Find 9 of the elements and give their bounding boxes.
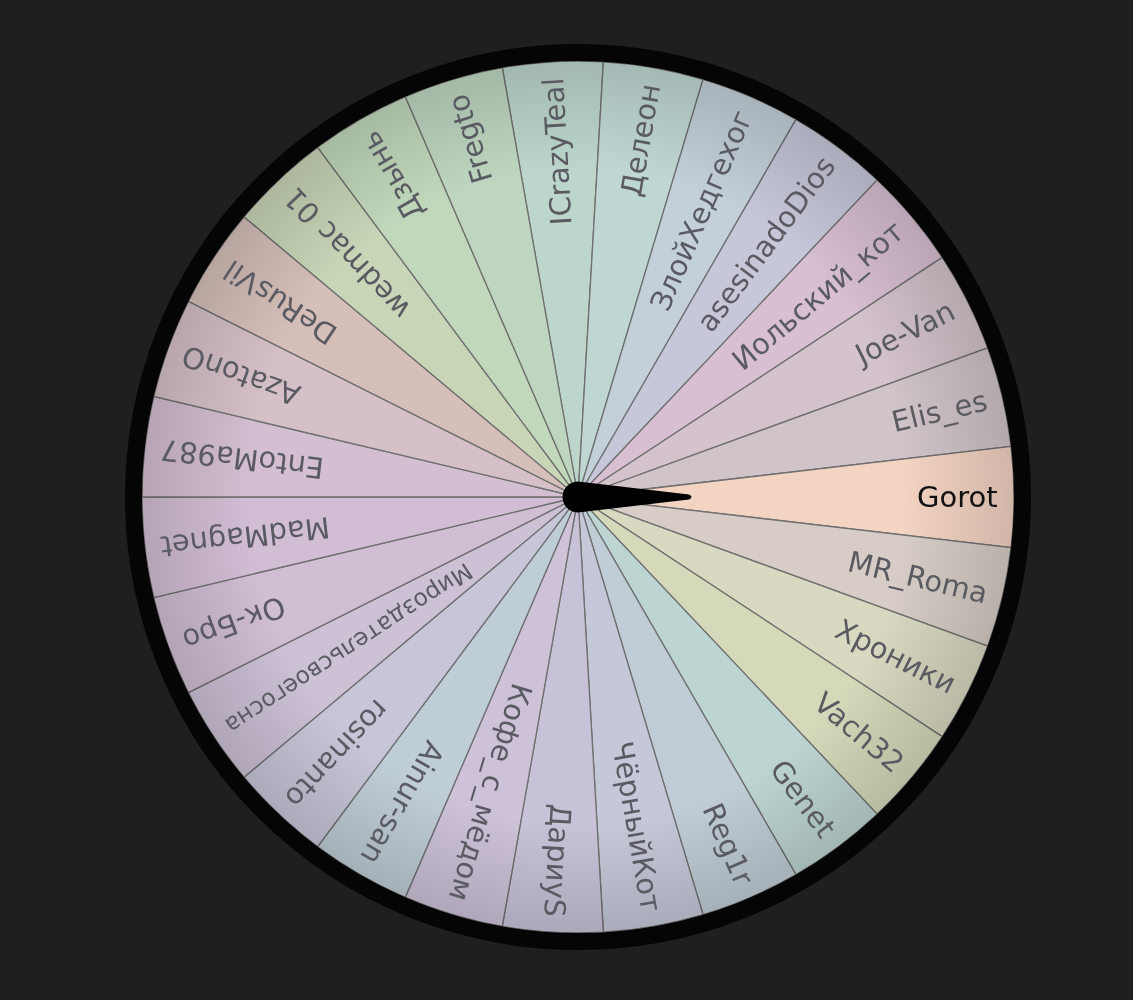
- entry-name: Gorot: [917, 482, 998, 512]
- entry-name: ICrazyTeal: [539, 76, 577, 226]
- entry-name: EntoMa987: [159, 433, 326, 482]
- entry-name: MadMagnet: [159, 511, 332, 561]
- entry-name: ДариуS: [539, 802, 575, 918]
- entry-name: ЧёрныйКот: [606, 738, 666, 914]
- entry-name: Fregto: [443, 90, 498, 186]
- entry-name: Reg1r: [697, 798, 758, 889]
- entry-name: Elis_es: [888, 386, 990, 437]
